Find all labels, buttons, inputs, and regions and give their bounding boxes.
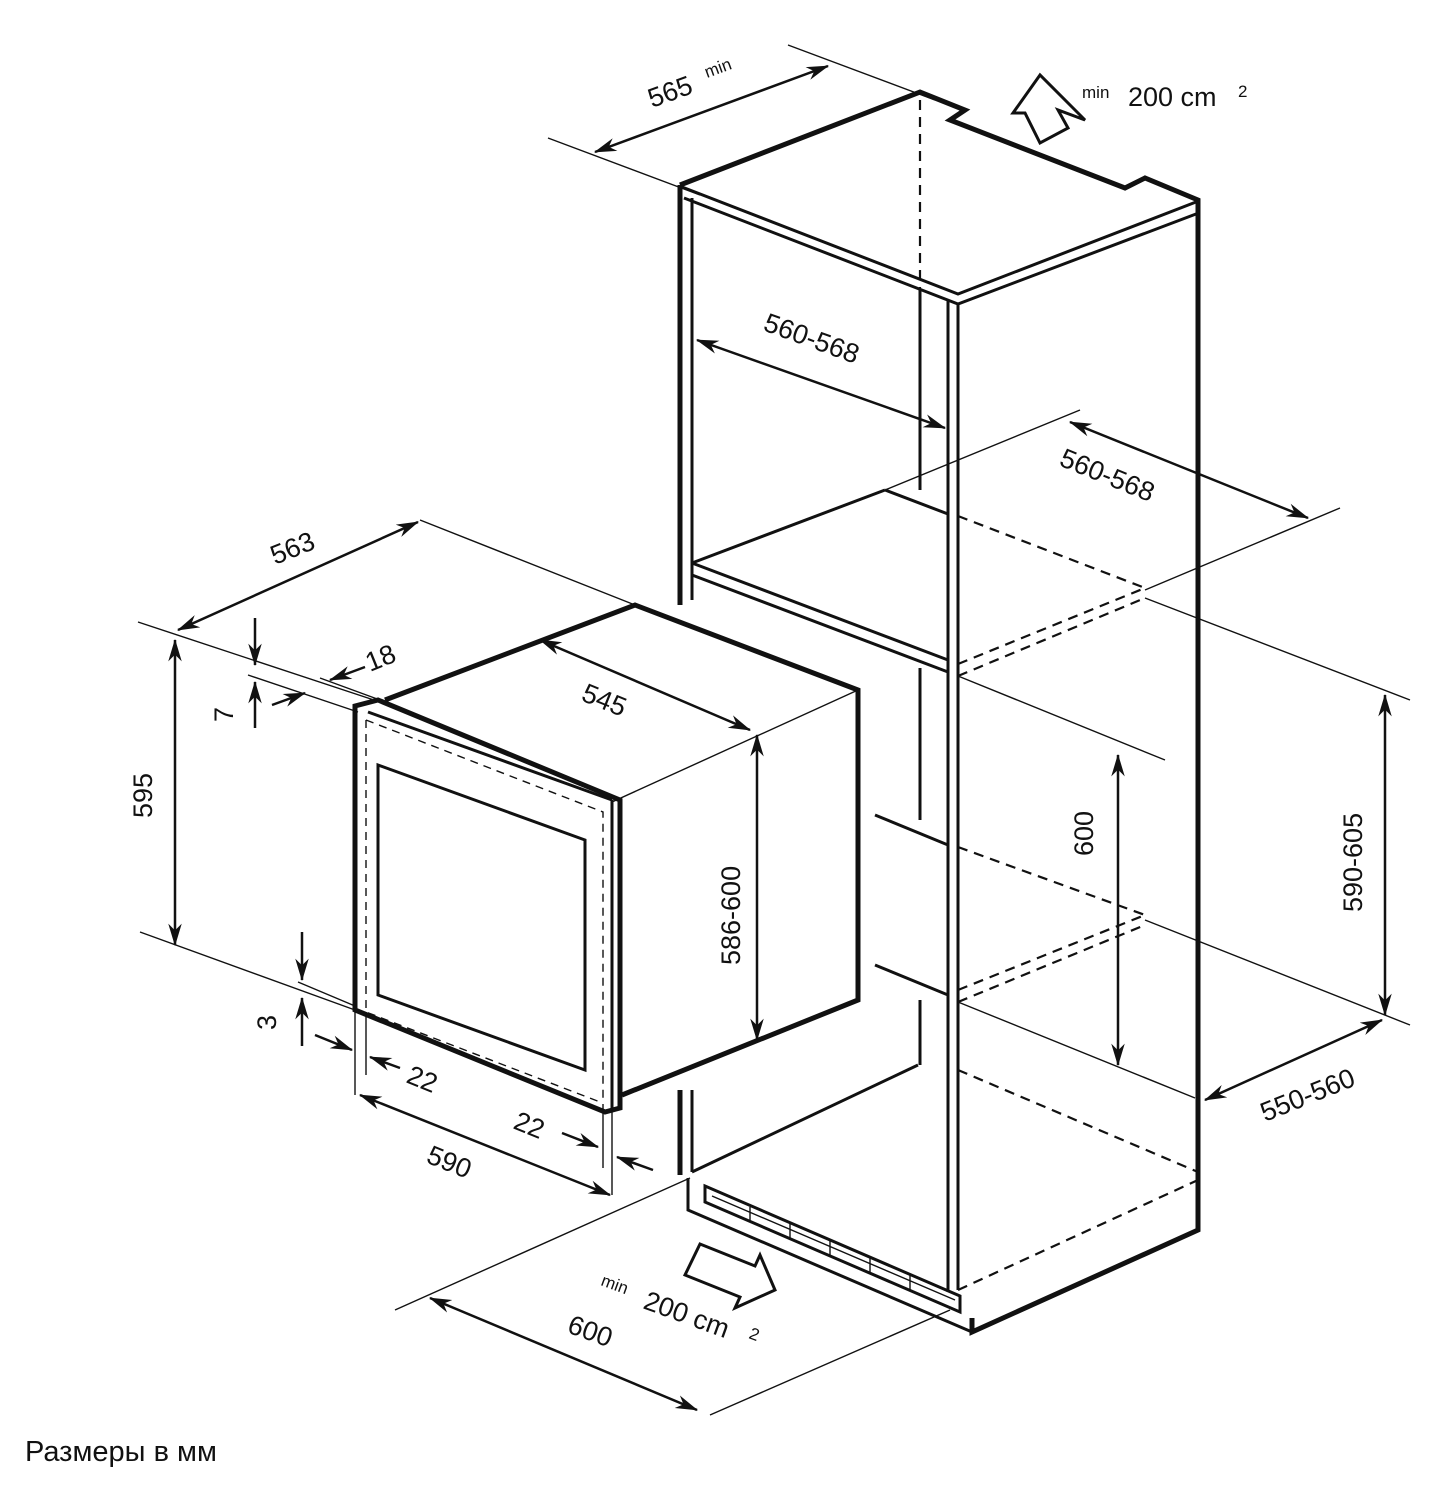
dimension-lines	[137, 44, 1411, 1416]
label-front-thickness: 18	[361, 638, 400, 677]
label-oven-body-height: 586-600	[716, 866, 746, 965]
vent-arrow-top-icon	[1010, 72, 1087, 146]
label-oven-depth: 563	[266, 526, 319, 571]
label-niche-depth-bottom: 550-560	[1256, 1063, 1359, 1128]
dimension-labels: 565 min min 200 cm 2 560-568 560-568 590…	[128, 55, 1368, 1354]
label-top-offset: 7	[209, 707, 239, 722]
label-side-offset-right: 22	[510, 1106, 549, 1145]
label-niche-width-upper: 560-568	[760, 307, 863, 369]
label-vent-top-exp: 2	[1238, 82, 1247, 101]
label-niche-height: 600	[1069, 811, 1099, 856]
label-565-min: min	[702, 55, 734, 82]
label-vent-bottom-min: min	[599, 1271, 631, 1298]
oven	[352, 602, 861, 1115]
label-bottom-offset: 3	[252, 1015, 282, 1030]
label-vent-bottom-area: 200 cm	[640, 1285, 733, 1343]
label-oven-height-front: 595	[128, 773, 158, 818]
label-cabinet-width: 600	[564, 1309, 617, 1353]
label-side-offset-left: 22	[403, 1060, 442, 1099]
label-vent-top-area: 200 cm	[1128, 82, 1217, 112]
label-vent-bottom-exp: 2	[747, 1324, 762, 1345]
label-niche-height-range: 590-605	[1338, 813, 1368, 912]
label-oven-body-depth: 545	[578, 678, 631, 723]
label-vent-top-min: min	[1082, 83, 1109, 102]
label-565: 565	[644, 70, 697, 114]
label-oven-width-body: 590	[423, 1140, 476, 1185]
vent-arrow-bottom-icon	[682, 1242, 777, 1311]
caption: Размеры в мм	[25, 1436, 217, 1468]
cabinet	[677, 89, 1201, 1336]
